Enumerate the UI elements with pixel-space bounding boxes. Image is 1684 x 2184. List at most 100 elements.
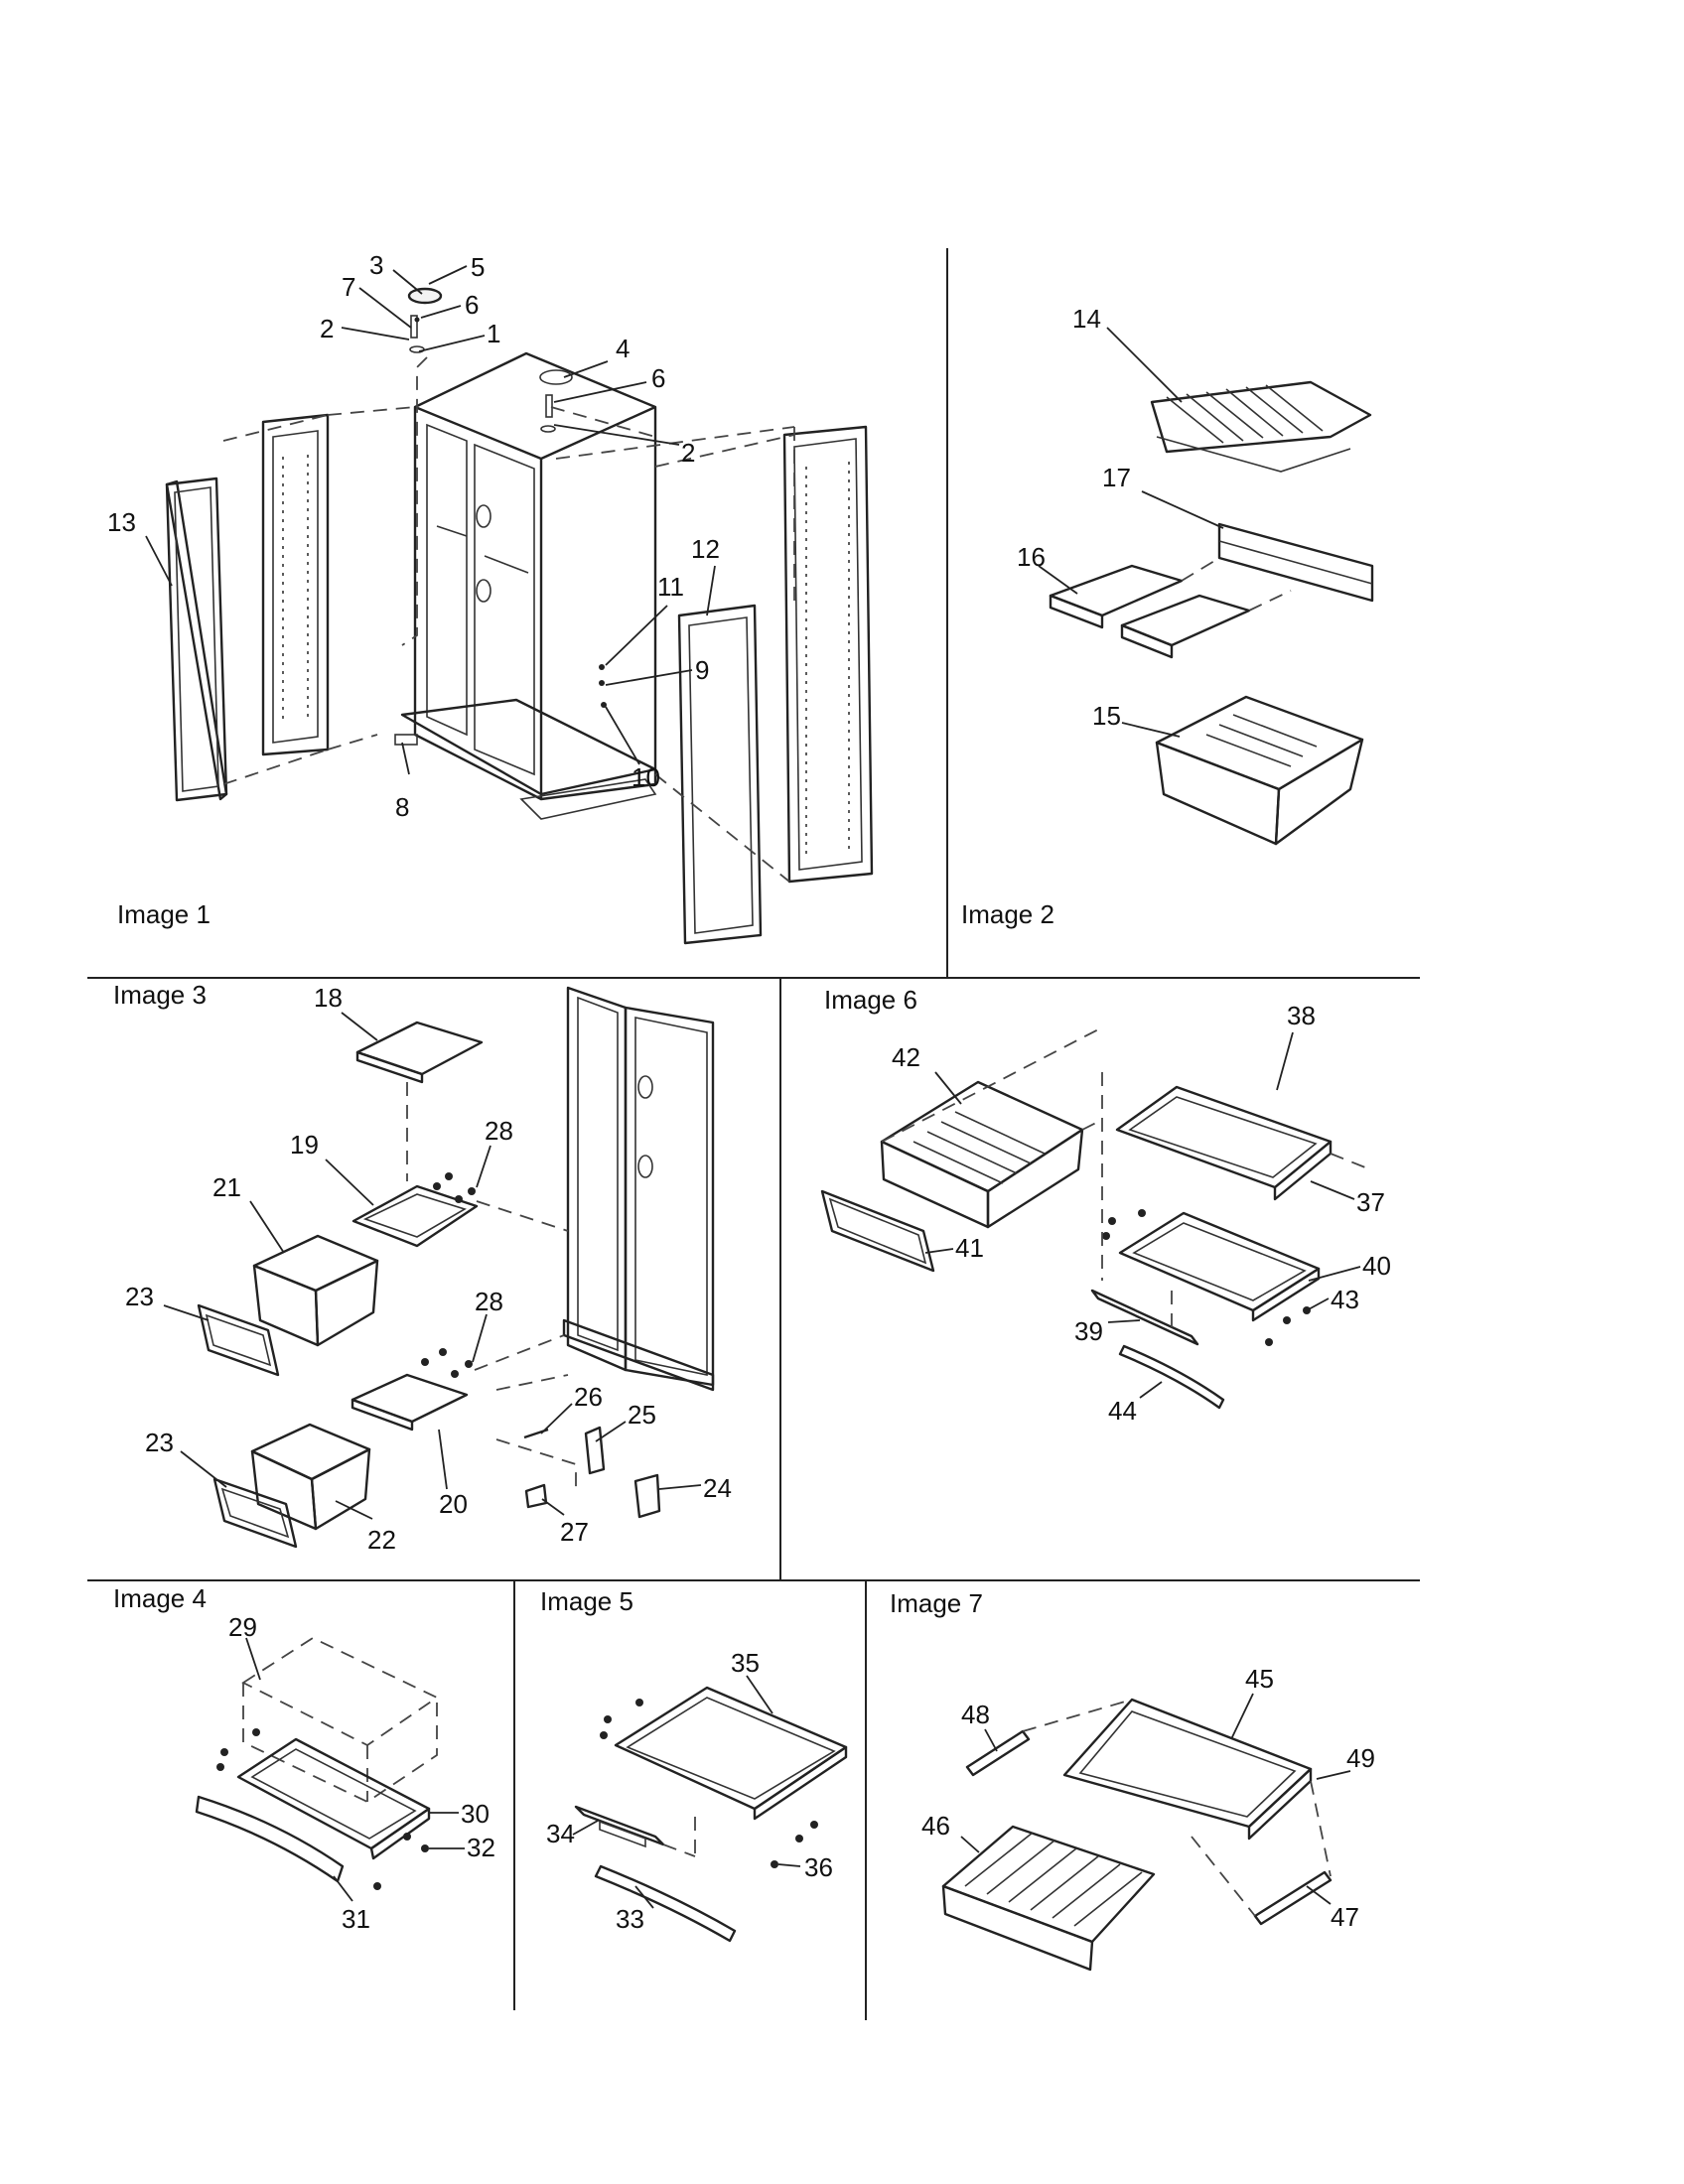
callout-8: 8 <box>395 792 409 822</box>
pan-frame-19 <box>351 1172 479 1248</box>
panel-title-image-4: Image 4 <box>113 1583 207 1613</box>
image-7-leaders <box>960 1693 1351 1905</box>
callout-17: 17 <box>1102 463 1131 492</box>
drawer-front-23b <box>212 1477 298 1549</box>
callout-23a: 23 <box>125 1282 154 1311</box>
panel-image-1: 1 2 2 3 4 5 6 6 7 8 9 10 11 12 13 <box>107 250 874 945</box>
image-2-callouts: 14 15 16 17 <box>1017 304 1131 731</box>
callout-43: 43 <box>1331 1285 1359 1314</box>
callout-33: 33 <box>616 1904 644 1934</box>
small-shelves <box>1049 564 1251 659</box>
callout-49: 49 <box>1346 1743 1375 1773</box>
callout-14: 14 <box>1072 304 1101 334</box>
callout-28b: 28 <box>475 1287 503 1316</box>
callout-11: 11 <box>657 572 684 602</box>
panel-title-image-7: Image 7 <box>890 1588 983 1618</box>
shelf-45 <box>1062 1698 1313 1841</box>
drawer-front-41 <box>820 1189 935 1273</box>
trim-31 <box>195 1795 345 1883</box>
callout-45: 45 <box>1245 1664 1274 1694</box>
trim-44 <box>1118 1344 1225 1410</box>
image-6-leaders <box>924 1031 1361 1399</box>
callout-4: 4 <box>616 334 630 363</box>
drawer-22 <box>250 1423 371 1531</box>
glass-shelf-35 <box>600 1686 848 1868</box>
panel-image-7: 45 46 47 48 49 <box>921 1664 1375 1972</box>
rail-48 <box>965 1729 1031 1777</box>
callout-29: 29 <box>228 1612 257 1642</box>
callout-6: 6 <box>465 290 479 320</box>
pan-cover-18 <box>355 1021 484 1084</box>
callout-25: 25 <box>628 1400 656 1430</box>
trim-33 <box>594 1864 737 1943</box>
callout-19: 19 <box>290 1130 319 1160</box>
shelf-frame-30 <box>216 1728 431 1890</box>
callout-2b: 2 <box>681 438 695 468</box>
cabinet-liner <box>562 986 715 1392</box>
drawer-front-23a <box>197 1303 280 1377</box>
callout-35: 35 <box>731 1648 760 1678</box>
callout-28a: 28 <box>485 1116 513 1146</box>
callout-44: 44 <box>1108 1396 1137 1426</box>
wire-basket-46 <box>941 1825 1156 1972</box>
callout-18: 18 <box>314 983 343 1013</box>
drawer-42 <box>880 1080 1084 1229</box>
panel-title-image-2: Image 2 <box>961 899 1054 929</box>
image-6-callouts: 37 38 39 40 41 42 43 44 <box>892 1001 1391 1426</box>
callout-38: 38 <box>1287 1001 1316 1030</box>
panel-dividers <box>87 248 1420 2020</box>
crisper-drawer <box>1155 695 1364 846</box>
callout-2: 2 <box>320 314 334 343</box>
image-5-leaders <box>572 1675 801 1909</box>
callout-1: 1 <box>487 319 500 348</box>
callout-6b: 6 <box>651 363 665 393</box>
freezer-gasket <box>165 477 228 802</box>
image-3-callouts: 18 19 20 21 22 23 23 24 25 26 27 28 28 <box>125 983 732 1555</box>
top-hinge-left <box>407 287 443 353</box>
callout-21: 21 <box>212 1172 241 1202</box>
shelf-rail <box>1217 522 1374 603</box>
callout-32: 32 <box>467 1833 495 1862</box>
pan-frame-20 <box>351 1348 473 1432</box>
callout-34: 34 <box>546 1819 575 1848</box>
shelf-38 <box>1115 1085 1333 1201</box>
image-7-callouts: 45 46 47 48 49 <box>921 1664 1375 1932</box>
image-1-callouts: 1 2 2 3 4 5 6 6 7 8 9 10 11 12 13 <box>107 250 720 822</box>
image-5-callouts: 33 34 35 36 <box>546 1648 833 1934</box>
callout-39: 39 <box>1074 1316 1103 1346</box>
fresh-food-gasket <box>677 604 763 945</box>
callout-5: 5 <box>471 252 485 282</box>
callout-27: 27 <box>560 1517 589 1547</box>
panel-image-5: 33 34 35 36 <box>546 1648 848 1943</box>
panel-title-image-1: Image 1 <box>117 899 210 929</box>
callout-24: 24 <box>703 1473 732 1503</box>
callout-48: 48 <box>961 1700 990 1729</box>
callout-26: 26 <box>574 1382 603 1412</box>
callout-3: 3 <box>369 250 383 280</box>
callout-36: 36 <box>804 1852 833 1882</box>
shelf-rail-34 <box>574 1805 665 1848</box>
shelf-frame-40 <box>1102 1209 1321 1346</box>
callout-47: 47 <box>1331 1902 1359 1932</box>
small-brackets <box>523 1426 661 1519</box>
panel-title-image-3: Image 3 <box>113 980 207 1010</box>
rail-47 <box>1253 1870 1333 1926</box>
image-2-leaders <box>1038 327 1224 738</box>
callout-9: 9 <box>695 655 709 685</box>
rail-39 <box>1090 1289 1199 1346</box>
callout-22: 22 <box>367 1525 396 1555</box>
fresh-food-door <box>782 425 874 884</box>
panel-image-4: 29 30 31 32 <box>195 1612 495 1934</box>
top-hinge-right <box>540 394 556 433</box>
callout-41: 41 <box>955 1233 984 1263</box>
shelf-box-29 <box>241 1636 439 1804</box>
panel-title-image-6: Image 6 <box>824 985 917 1015</box>
callout-12: 12 <box>691 534 720 564</box>
freezer-door <box>261 413 330 756</box>
callout-23b: 23 <box>145 1428 174 1457</box>
callout-30: 30 <box>461 1799 490 1829</box>
callout-16: 16 <box>1017 542 1046 572</box>
callout-7: 7 <box>342 272 355 302</box>
drawer-21 <box>252 1234 379 1347</box>
